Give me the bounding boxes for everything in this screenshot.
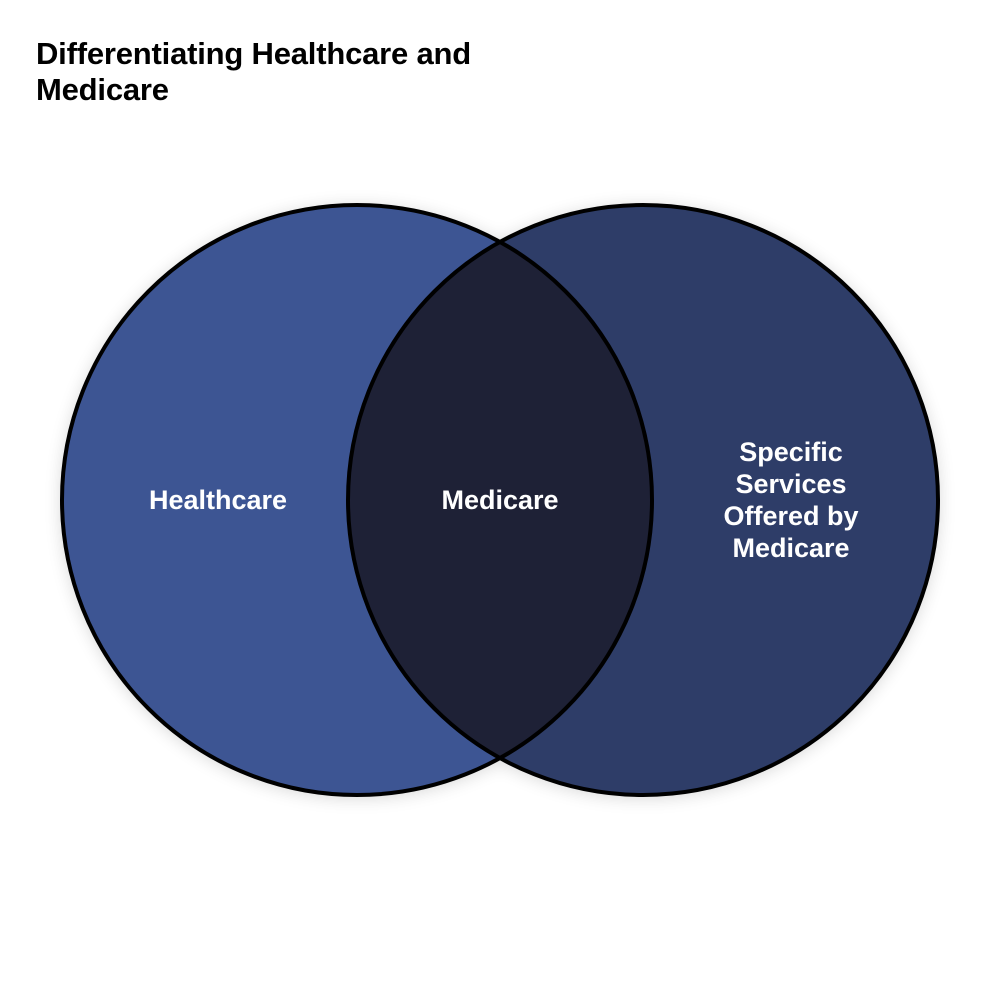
diagram-title: Differentiating Healthcare and Medicare <box>36 36 471 107</box>
venn-intersection-medicare <box>348 205 652 795</box>
label-medicare-intersection: Medicare <box>441 485 559 515</box>
label-line: Offered by <box>723 501 859 531</box>
label-healthcare: Healthcare <box>148 485 288 515</box>
label-line: Services <box>735 469 847 499</box>
venn-circle-specific-services-outline <box>346 203 940 797</box>
label-line: Medicare <box>732 533 850 563</box>
label-specific-services: Specific Services Offered by Medicare <box>706 436 876 564</box>
venn-circle-healthcare-outline <box>60 203 654 797</box>
label-line: Specific <box>739 437 843 467</box>
